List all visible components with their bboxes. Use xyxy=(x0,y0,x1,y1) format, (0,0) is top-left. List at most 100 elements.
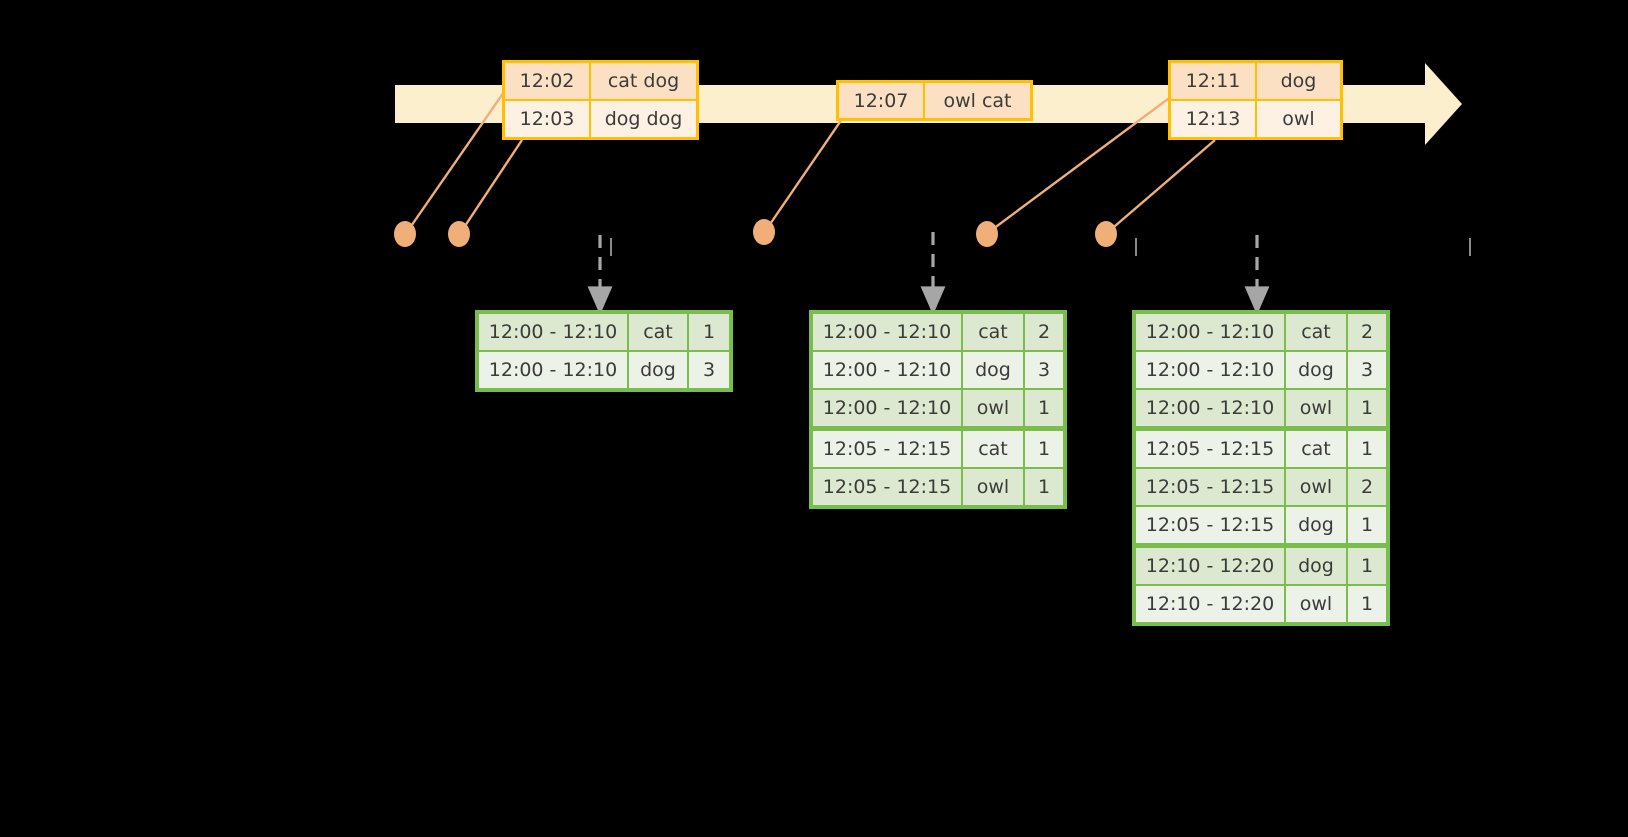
cell-word: dog xyxy=(1286,507,1346,543)
dashed-arrows xyxy=(587,232,1270,316)
table-row[interactable]: 12:00 - 12:10 cat 2 xyxy=(1136,314,1386,350)
event-time: 12:13 xyxy=(1171,101,1257,137)
cell-word: dog xyxy=(1286,548,1346,584)
stream-dot-3 xyxy=(753,219,775,245)
cell-word: dog xyxy=(963,352,1023,388)
result-group: 12:10 - 12:20 dog 1 12:10 - 12:20 owl 1 xyxy=(1136,548,1386,622)
result-group: 12:00 - 12:10 cat 1 12:00 - 12:10 dog 3 xyxy=(479,314,729,388)
cell-count: 1 xyxy=(1025,469,1063,505)
cell-word: dog xyxy=(629,352,687,388)
result-table-3[interactable]: 12:00 - 12:10 cat 2 12:00 - 12:10 dog 3 … xyxy=(1132,310,1390,626)
event-words: cat dog xyxy=(607,70,680,92)
cell-word: dog xyxy=(1286,352,1346,388)
table-row[interactable]: 12:05 - 12:15 owl 2 xyxy=(1136,469,1386,505)
result-table-2[interactable]: 12:00 - 12:10 cat 2 12:00 - 12:10 dog 3 … xyxy=(809,310,1067,509)
event-row[interactable]: 12:11 dog xyxy=(1171,63,1340,99)
event-row[interactable]: 12:07 owl cat xyxy=(839,83,1030,118)
event-box-3[interactable]: 12:11 dog 12:13 owl xyxy=(1168,60,1343,140)
table-row[interactable]: 12:00 - 12:10 cat 2 xyxy=(813,314,1063,350)
cell-word: cat xyxy=(963,431,1023,467)
cell-window: 12:00 - 12:10 xyxy=(813,314,961,350)
cell-window: 12:00 - 12:10 xyxy=(813,390,961,426)
cell-word: owl xyxy=(1286,390,1346,426)
cell-count: 3 xyxy=(1025,352,1063,388)
result-group: 12:00 - 12:10 cat 2 12:00 - 12:10 dog 3 … xyxy=(1136,314,1386,426)
cell-window: 12:05 - 12:15 xyxy=(1136,507,1284,543)
cell-count: 2 xyxy=(1348,314,1386,350)
cell-word: cat xyxy=(963,314,1023,350)
event-time: 12:03 xyxy=(505,101,591,137)
table-row[interactable]: 12:10 - 12:20 dog 1 xyxy=(1136,548,1386,584)
cell-word: cat xyxy=(629,314,687,350)
cell-window: 12:10 - 12:20 xyxy=(1136,548,1284,584)
connector-5 xyxy=(1107,139,1216,233)
cell-count: 1 xyxy=(1348,431,1386,467)
cell-word: owl xyxy=(1286,469,1346,505)
cell-count: 3 xyxy=(689,352,729,388)
cell-count: 1 xyxy=(1348,586,1386,622)
cell-count: 1 xyxy=(1025,431,1063,467)
event-row[interactable]: 12:02 cat dog xyxy=(505,63,696,99)
table-row[interactable]: 12:05 - 12:15 cat 1 xyxy=(1136,431,1386,467)
cell-count: 1 xyxy=(689,314,729,350)
stream-dot-5 xyxy=(1095,221,1117,247)
dashed-arrow-1 xyxy=(587,235,613,316)
connector-2 xyxy=(459,139,524,233)
cell-count: 3 xyxy=(1348,352,1386,388)
cell-word: owl xyxy=(963,390,1023,426)
cell-window: 12:05 - 12:15 xyxy=(813,431,961,467)
event-time: 12:07 xyxy=(839,83,925,118)
cell-word: cat xyxy=(1286,431,1346,467)
result-table-1[interactable]: 12:00 - 12:10 cat 1 12:00 - 12:10 dog 3 xyxy=(475,310,733,392)
result-group: 12:05 - 12:15 cat 1 12:05 - 12:15 owl 1 xyxy=(813,431,1063,505)
cell-word: owl xyxy=(963,469,1023,505)
cell-window: 12:05 - 12:15 xyxy=(813,469,961,505)
event-box-2[interactable]: 12:07 owl cat xyxy=(836,80,1033,121)
table-row[interactable]: 12:05 - 12:15 dog 1 xyxy=(1136,507,1386,543)
table-row[interactable]: 12:00 - 12:10 owl 1 xyxy=(1136,390,1386,426)
table-row[interactable]: 12:00 - 12:10 dog 3 xyxy=(813,352,1063,388)
cell-window: 12:00 - 12:10 xyxy=(1136,314,1284,350)
cell-count: 1 xyxy=(1348,507,1386,543)
event-row[interactable]: 12:03 dog dog xyxy=(505,99,696,137)
cell-word: owl xyxy=(1286,586,1346,622)
cell-window: 12:05 - 12:15 xyxy=(1136,469,1284,505)
table-row[interactable]: 12:00 - 12:10 dog 3 xyxy=(1136,352,1386,388)
cell-window: 12:00 - 12:10 xyxy=(479,314,627,350)
event-words: dog xyxy=(1280,70,1317,92)
cell-window: 12:10 - 12:20 xyxy=(1136,586,1284,622)
table-row[interactable]: 12:05 - 12:15 owl 1 xyxy=(813,469,1063,505)
stream-dot-4 xyxy=(976,221,998,247)
event-words: owl xyxy=(1282,108,1315,130)
cell-window: 12:05 - 12:15 xyxy=(1136,431,1284,467)
event-time: 12:02 xyxy=(505,63,591,99)
stream-dots xyxy=(394,219,1117,247)
event-row[interactable]: 12:13 owl xyxy=(1171,99,1340,137)
cell-window: 12:00 - 12:10 xyxy=(479,352,627,388)
result-group: 12:05 - 12:15 cat 1 12:05 - 12:15 owl 2 … xyxy=(1136,431,1386,543)
result-group: 12:00 - 12:10 cat 2 12:00 - 12:10 dog 3 … xyxy=(813,314,1063,426)
stream-dot-1 xyxy=(394,221,416,247)
event-words: owl cat xyxy=(943,89,1012,112)
cell-window: 12:00 - 12:10 xyxy=(1136,352,1284,388)
table-row[interactable]: 12:00 - 12:10 dog 3 xyxy=(479,352,729,388)
dashed-arrow-3 xyxy=(1244,235,1270,316)
table-row[interactable]: 12:10 - 12:20 owl 1 xyxy=(1136,586,1386,622)
event-words: dog dog xyxy=(604,108,683,130)
cell-count: 2 xyxy=(1025,314,1063,350)
baseline-ticks xyxy=(610,238,1471,256)
cell-count: 2 xyxy=(1348,469,1386,505)
dashed-arrow-2 xyxy=(920,232,946,316)
event-box-1[interactable]: 12:02 cat dog 12:03 dog dog xyxy=(502,60,699,140)
stream-dot-2 xyxy=(448,221,470,247)
cell-window: 12:00 - 12:10 xyxy=(813,352,961,388)
event-time: 12:11 xyxy=(1171,63,1257,99)
table-row[interactable]: 12:00 - 12:10 owl 1 xyxy=(813,390,1063,426)
cell-count: 1 xyxy=(1348,390,1386,426)
cell-window: 12:00 - 12:10 xyxy=(1136,390,1284,426)
table-row[interactable]: 12:05 - 12:15 cat 1 xyxy=(813,431,1063,467)
cell-count: 1 xyxy=(1348,548,1386,584)
table-row[interactable]: 12:00 - 12:10 cat 1 xyxy=(479,314,729,350)
cell-word: cat xyxy=(1286,314,1346,350)
